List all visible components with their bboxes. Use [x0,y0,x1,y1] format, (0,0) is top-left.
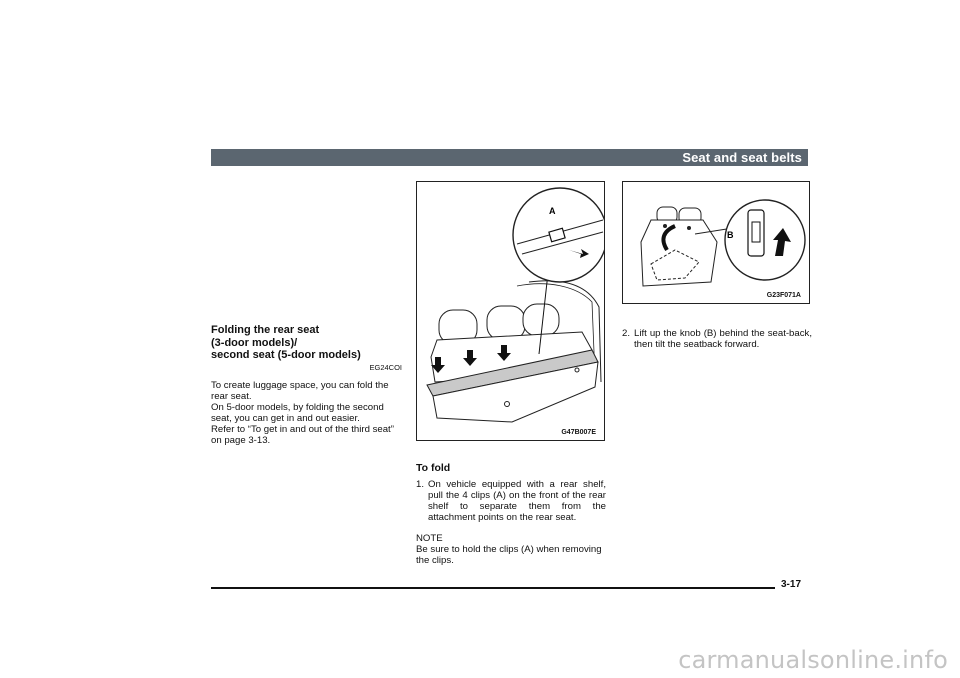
paragraph-3: Refer to “To get in and out of the third… [211,423,394,446]
figure-seatback-knob: B G23F071A [622,181,810,304]
note-label: NOTE [416,533,443,544]
section-code: EG24COI [369,362,402,372]
header-bar: Seat and seat belts [211,149,808,166]
footer-rule [211,587,775,589]
title-line-3: second seat (5-door models) [211,349,361,362]
left-column: Folding the rear seat (3-door models)/ s… [211,324,402,446]
rear-shelf-illustration: A [426,187,604,423]
watermark: carmanualsonline.info [678,646,948,674]
paragraph-2: On 5-door models, by folding the second … [211,401,384,424]
note-text: Be sure to hold the clips (A) when remov… [416,544,602,566]
step-1-text: On vehicle equipped with a rear shelf, p… [428,479,606,523]
callout-b: B [727,230,734,240]
figure-2-label: G23F071A [766,292,801,299]
figure-rear-shelf-clips: A G47B007E [416,181,605,441]
paragraph-1: To create luggage space, you can fold th… [211,379,389,402]
to-fold-heading: To fold [416,462,451,474]
right-column: 2. Lift up the knob (B) behind the seat-… [622,328,812,360]
step-2: 2. Lift up the knob (B) behind the seat-… [622,328,812,350]
step-1-number: 1. [416,479,425,490]
title-line-2: (3-door models)/ [211,336,298,349]
step-2-text: Lift up the knob (B) behind the seat-bac… [634,328,812,350]
title-line-1: Folding the rear seat [211,324,320,336]
step-2-number: 2. [622,328,631,339]
page-number: 3-17 [781,579,802,590]
middle-column: To fold 1. On vehicle equipped with a re… [416,462,606,566]
seatback-knob-illustration: B [640,199,806,287]
callout-a: A [549,206,556,216]
figure-1-label: G47B007E [561,429,596,436]
section-header-title: Seat and seat belts [682,150,802,165]
section-title: Folding the rear seat (3-door models)/ s… [211,324,402,362]
step-1: 1. On vehicle equipped with a rear shelf… [416,479,606,523]
